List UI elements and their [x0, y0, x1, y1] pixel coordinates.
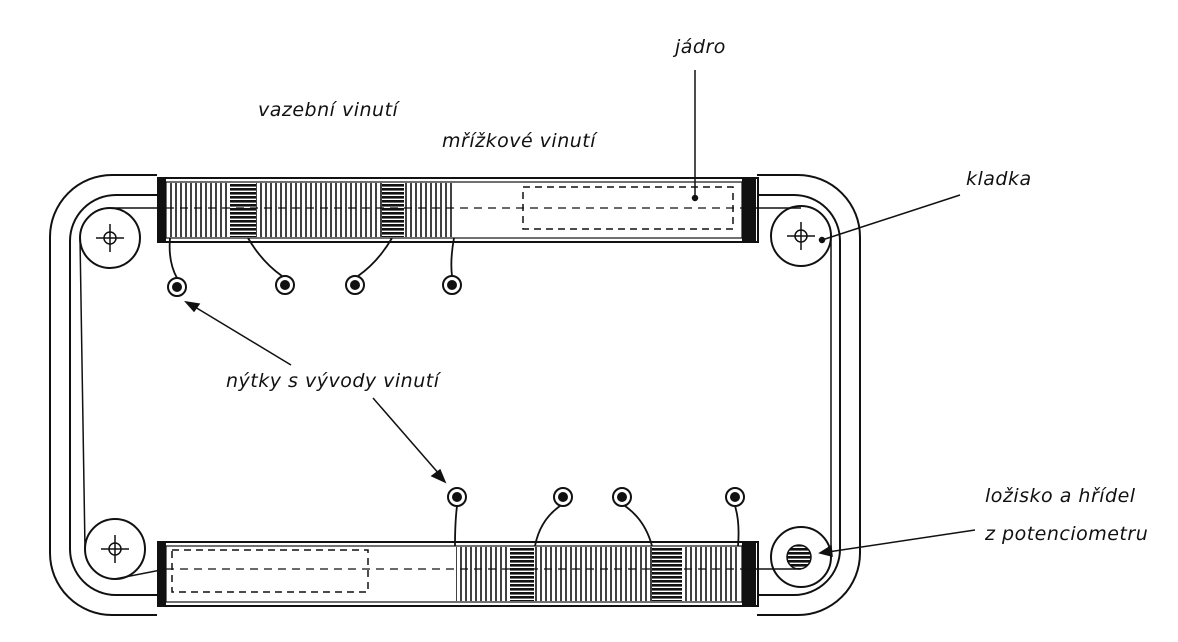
pulley-top-left: [79, 207, 141, 269]
label-rivets: nýtky s vývody vinutí: [226, 370, 442, 392]
rivet: [275, 275, 295, 295]
rivet: [725, 487, 745, 507]
label-core: jádro: [672, 36, 726, 58]
coupling-winding-top: [168, 183, 454, 237]
rivet: [442, 275, 462, 295]
label-pulley: kladka: [966, 168, 1032, 190]
pulley-bottom-right-bearing: [770, 526, 832, 588]
top-bobbin: [157, 177, 759, 243]
label-bearing-line1: ložisko a hřídel: [985, 485, 1136, 507]
label-bearing-line2: z potenciometru: [984, 523, 1148, 545]
core-bottom: [171, 549, 369, 593]
rivet: [167, 277, 187, 297]
bottom-bobbin: [157, 541, 759, 607]
rivet: [553, 487, 573, 507]
rivet: [345, 275, 365, 295]
cord: [79, 207, 832, 580]
rivet: [612, 487, 632, 507]
label-grid-winding: mřížkové vinutí: [442, 130, 598, 152]
rivet: [447, 487, 467, 507]
pulley-top-right: [770, 205, 832, 267]
winding-leads: [168, 237, 740, 547]
label-coupling-winding: vazební vinutí: [258, 99, 401, 121]
pulley-bottom-left: [84, 518, 146, 580]
winding-bottom: [456, 547, 740, 601]
